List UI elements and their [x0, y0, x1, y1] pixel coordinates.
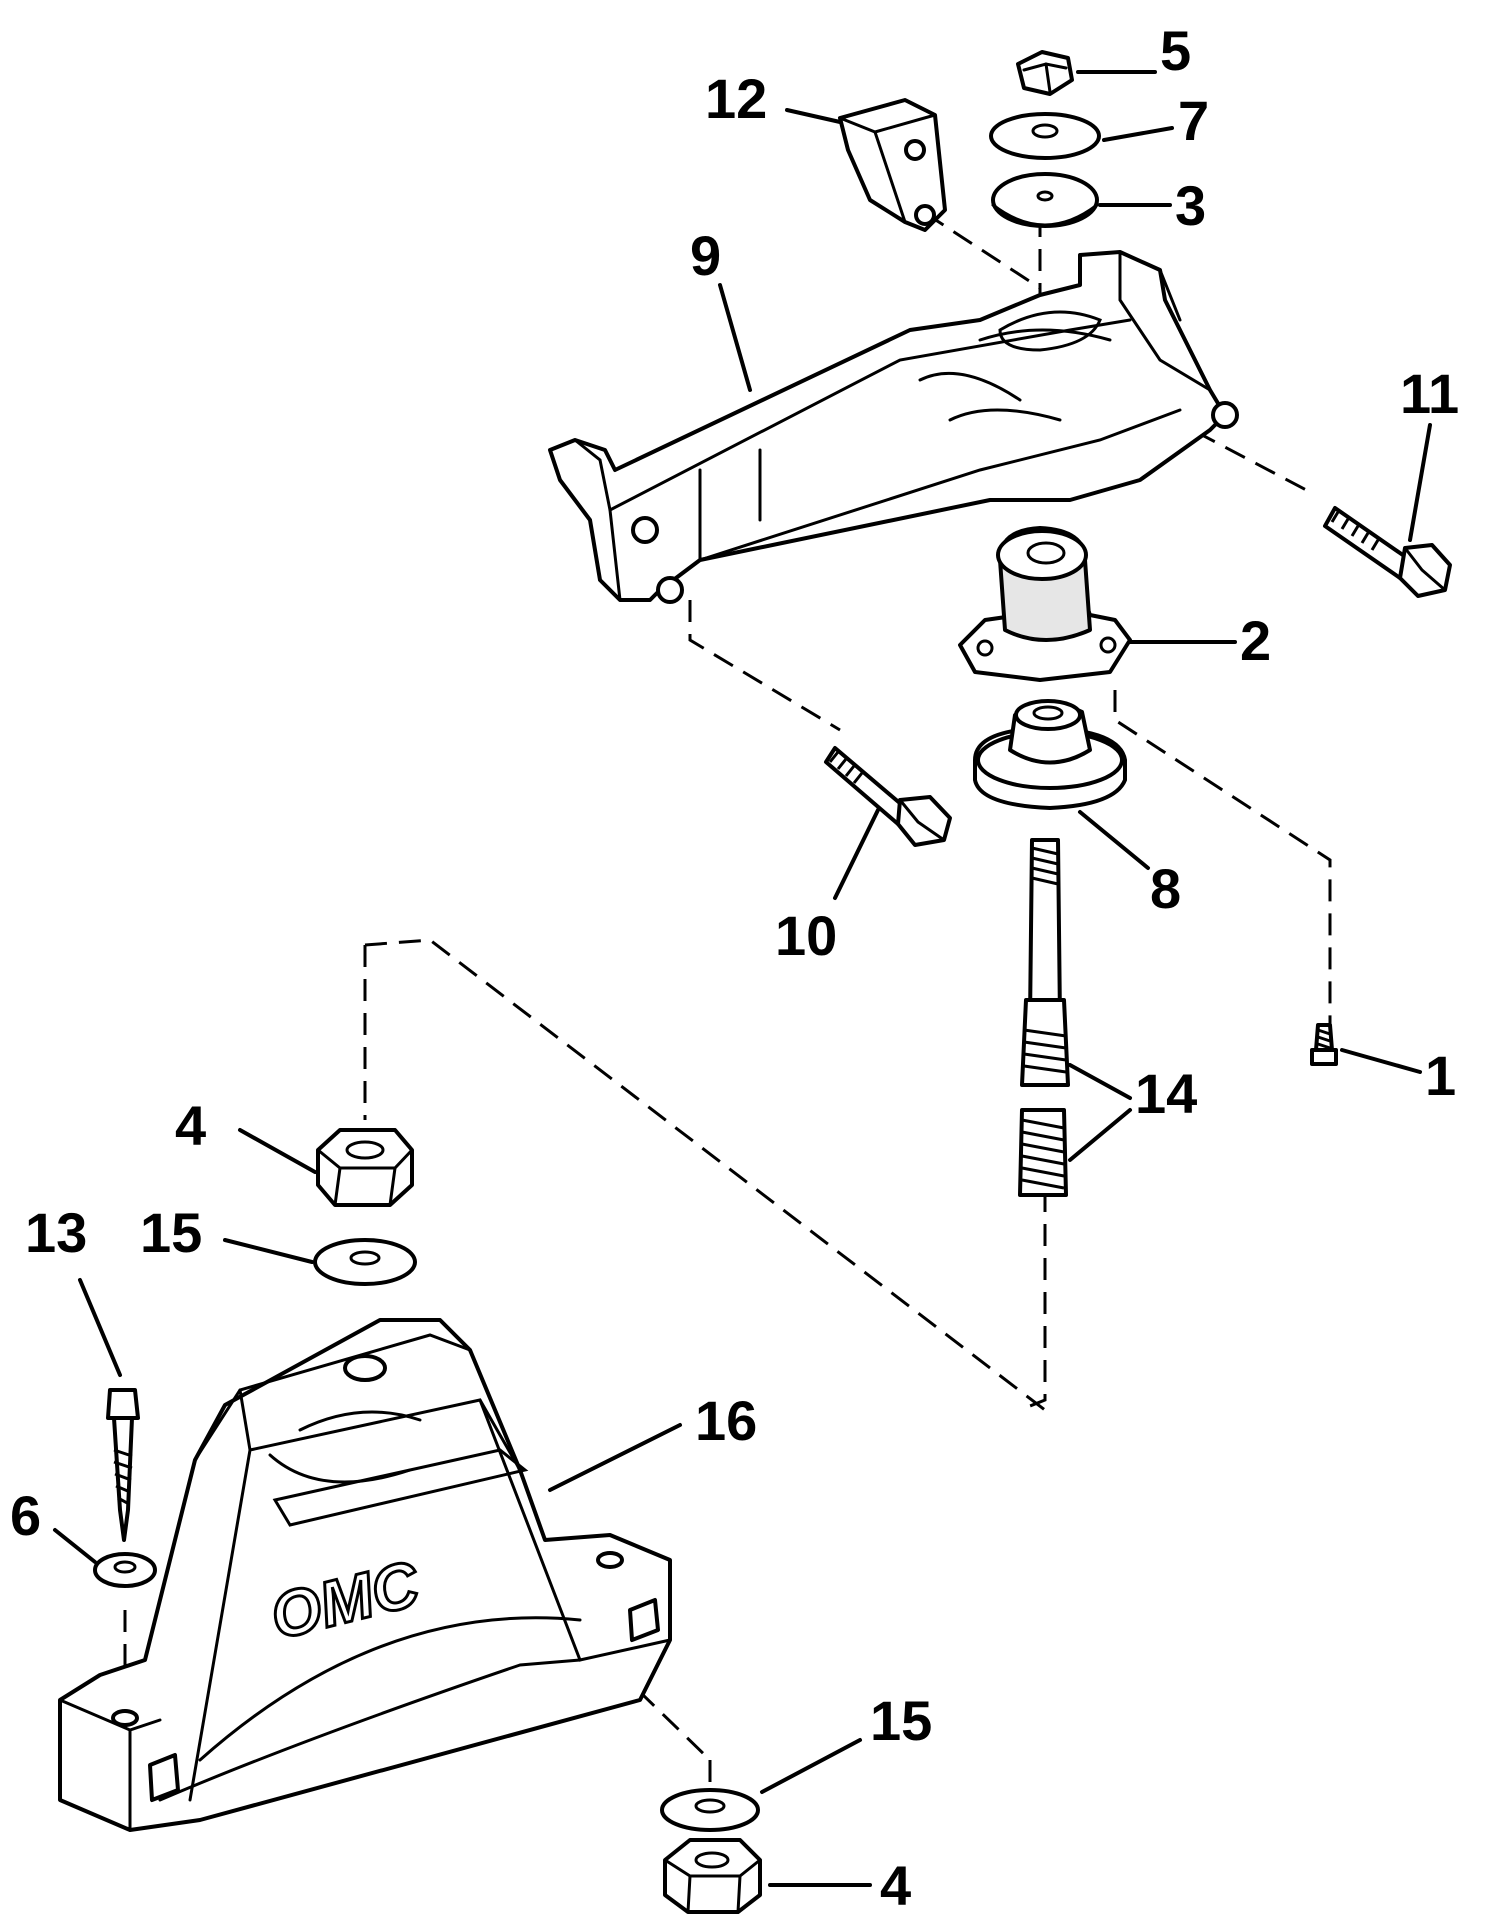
threaded-stud-part: [1018, 838, 1070, 1197]
rubber-mount-cone-part: [958, 526, 1132, 682]
callout-1: 1: [1425, 1044, 1456, 1107]
hex-nut-lower-part: [663, 1838, 762, 1914]
bolt-left-part: [824, 746, 952, 847]
callout-9: 9: [690, 224, 721, 287]
callout-16: 16: [695, 1389, 757, 1452]
long-bolt-right-part: [1323, 506, 1452, 598]
flat-washer-lower-part: [660, 1788, 760, 1832]
callout-5: 5: [1160, 19, 1191, 82]
leader-lines: [53, 70, 1432, 1887]
hex-nut-small-part: [1016, 50, 1074, 96]
callout-15-lower: 15: [870, 1689, 932, 1752]
callout-3: 3: [1175, 174, 1206, 237]
callout-13: 13: [25, 1201, 87, 1264]
small-washer-part: [93, 1552, 157, 1588]
lag-screw-part: [106, 1388, 140, 1542]
mount-bracket-arm-part: [548, 250, 1239, 604]
callout-labels: 5 12 7 3 9 11 2 10 8 1 14 4 15 13 16 6 1…: [10, 19, 1459, 1917]
lower-mount-stop-part: [973, 699, 1127, 810]
callout-2: 2: [1240, 609, 1271, 672]
small-screw-part: [1310, 1023, 1338, 1066]
callout-15-upper: 15: [140, 1201, 202, 1264]
bracket-part: [838, 98, 947, 232]
flat-washer-upper-part: [989, 112, 1101, 160]
callout-6: 6: [10, 1484, 41, 1547]
hex-nut-upper-part: [316, 1128, 414, 1207]
dished-washer-part: [991, 172, 1099, 228]
callout-8: 8: [1150, 857, 1181, 920]
flat-washer-middle-part: [313, 1238, 417, 1286]
callout-12: 12: [705, 67, 767, 130]
callout-10: 10: [775, 904, 837, 967]
callout-14: 14: [1135, 1062, 1197, 1125]
callout-7: 7: [1178, 89, 1209, 152]
mount-base-part: OMC: [58, 1318, 672, 1832]
callout-4-lower: 4: [880, 1854, 911, 1917]
callout-11: 11: [1400, 362, 1459, 425]
callout-4-upper: 4: [175, 1094, 206, 1157]
